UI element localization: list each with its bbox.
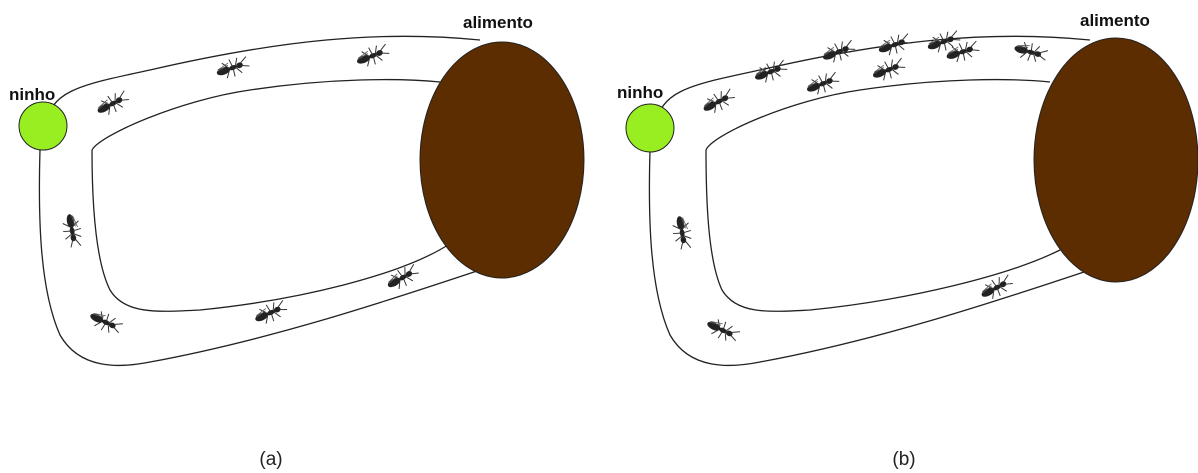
ant xyxy=(60,213,83,249)
ant xyxy=(1012,39,1049,65)
food-source xyxy=(420,42,584,278)
panel-a: ninho alimento (a) xyxy=(9,13,584,470)
ant xyxy=(944,38,981,65)
panel-caption: (b) xyxy=(892,449,915,470)
ant xyxy=(870,55,907,84)
nest xyxy=(626,104,674,152)
food-source xyxy=(1034,38,1198,282)
nest-label: ninho xyxy=(9,85,55,104)
panel-caption: (a) xyxy=(259,449,282,470)
ant xyxy=(700,86,738,117)
nest-label: ninho xyxy=(617,83,663,102)
ant xyxy=(354,41,391,70)
nest xyxy=(19,102,67,150)
ant xyxy=(704,315,742,345)
ant xyxy=(876,31,913,59)
ant xyxy=(214,54,251,82)
ant xyxy=(978,272,1016,303)
trail-loop xyxy=(649,36,1090,365)
panel-b: ninho alimento (b) xyxy=(617,11,1198,470)
ant xyxy=(94,88,132,119)
ant xyxy=(87,307,125,337)
ant xyxy=(670,215,693,251)
food-label: alimento xyxy=(1080,11,1150,30)
food-label: alimento xyxy=(463,13,533,32)
ant xyxy=(752,57,789,86)
